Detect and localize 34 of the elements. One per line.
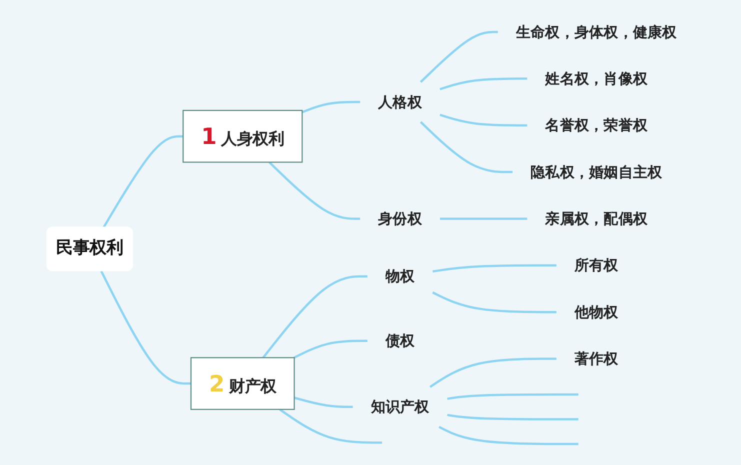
node-text: 知识产权: [370, 398, 429, 416]
connector: [446, 393, 578, 400]
connector: [262, 275, 368, 358]
connector: [432, 264, 556, 273]
node-text: 物权: [385, 268, 414, 285]
connector: [439, 78, 527, 90]
node-box: 1 人身权利: [182, 110, 302, 163]
connector: [420, 30, 498, 83]
node-text: 姓名权，肖像权: [544, 70, 648, 87]
node-text: 生命权，身体权，健康权: [516, 23, 676, 40]
connector: [100, 270, 191, 385]
node-text: 身份权: [378, 210, 422, 227]
node-text: 著作权: [574, 350, 618, 367]
node-text: 亲属权，配偶权: [544, 210, 648, 227]
connector: [440, 218, 527, 220]
connector: [293, 340, 368, 359]
node-text: 债权: [385, 332, 414, 350]
connector: [420, 121, 512, 174]
connector: [439, 114, 527, 126]
node-box: 2 财产权: [190, 357, 294, 410]
connector: [429, 358, 556, 388]
connector: [432, 291, 556, 314]
node-text: 他物权: [574, 303, 618, 320]
connector: [438, 426, 578, 446]
connector: [446, 414, 578, 420]
node-text: 人格权: [378, 93, 422, 110]
connector: [278, 408, 382, 444]
connector: [301, 100, 360, 114]
connector: [294, 396, 352, 408]
node-text: 名誉权，荣誉权: [544, 116, 648, 134]
connector: [102, 135, 183, 228]
node-text: 隐私权，婚姻自主权: [530, 163, 662, 180]
connector: [268, 161, 360, 220]
node-text: 所有权: [574, 256, 618, 274]
